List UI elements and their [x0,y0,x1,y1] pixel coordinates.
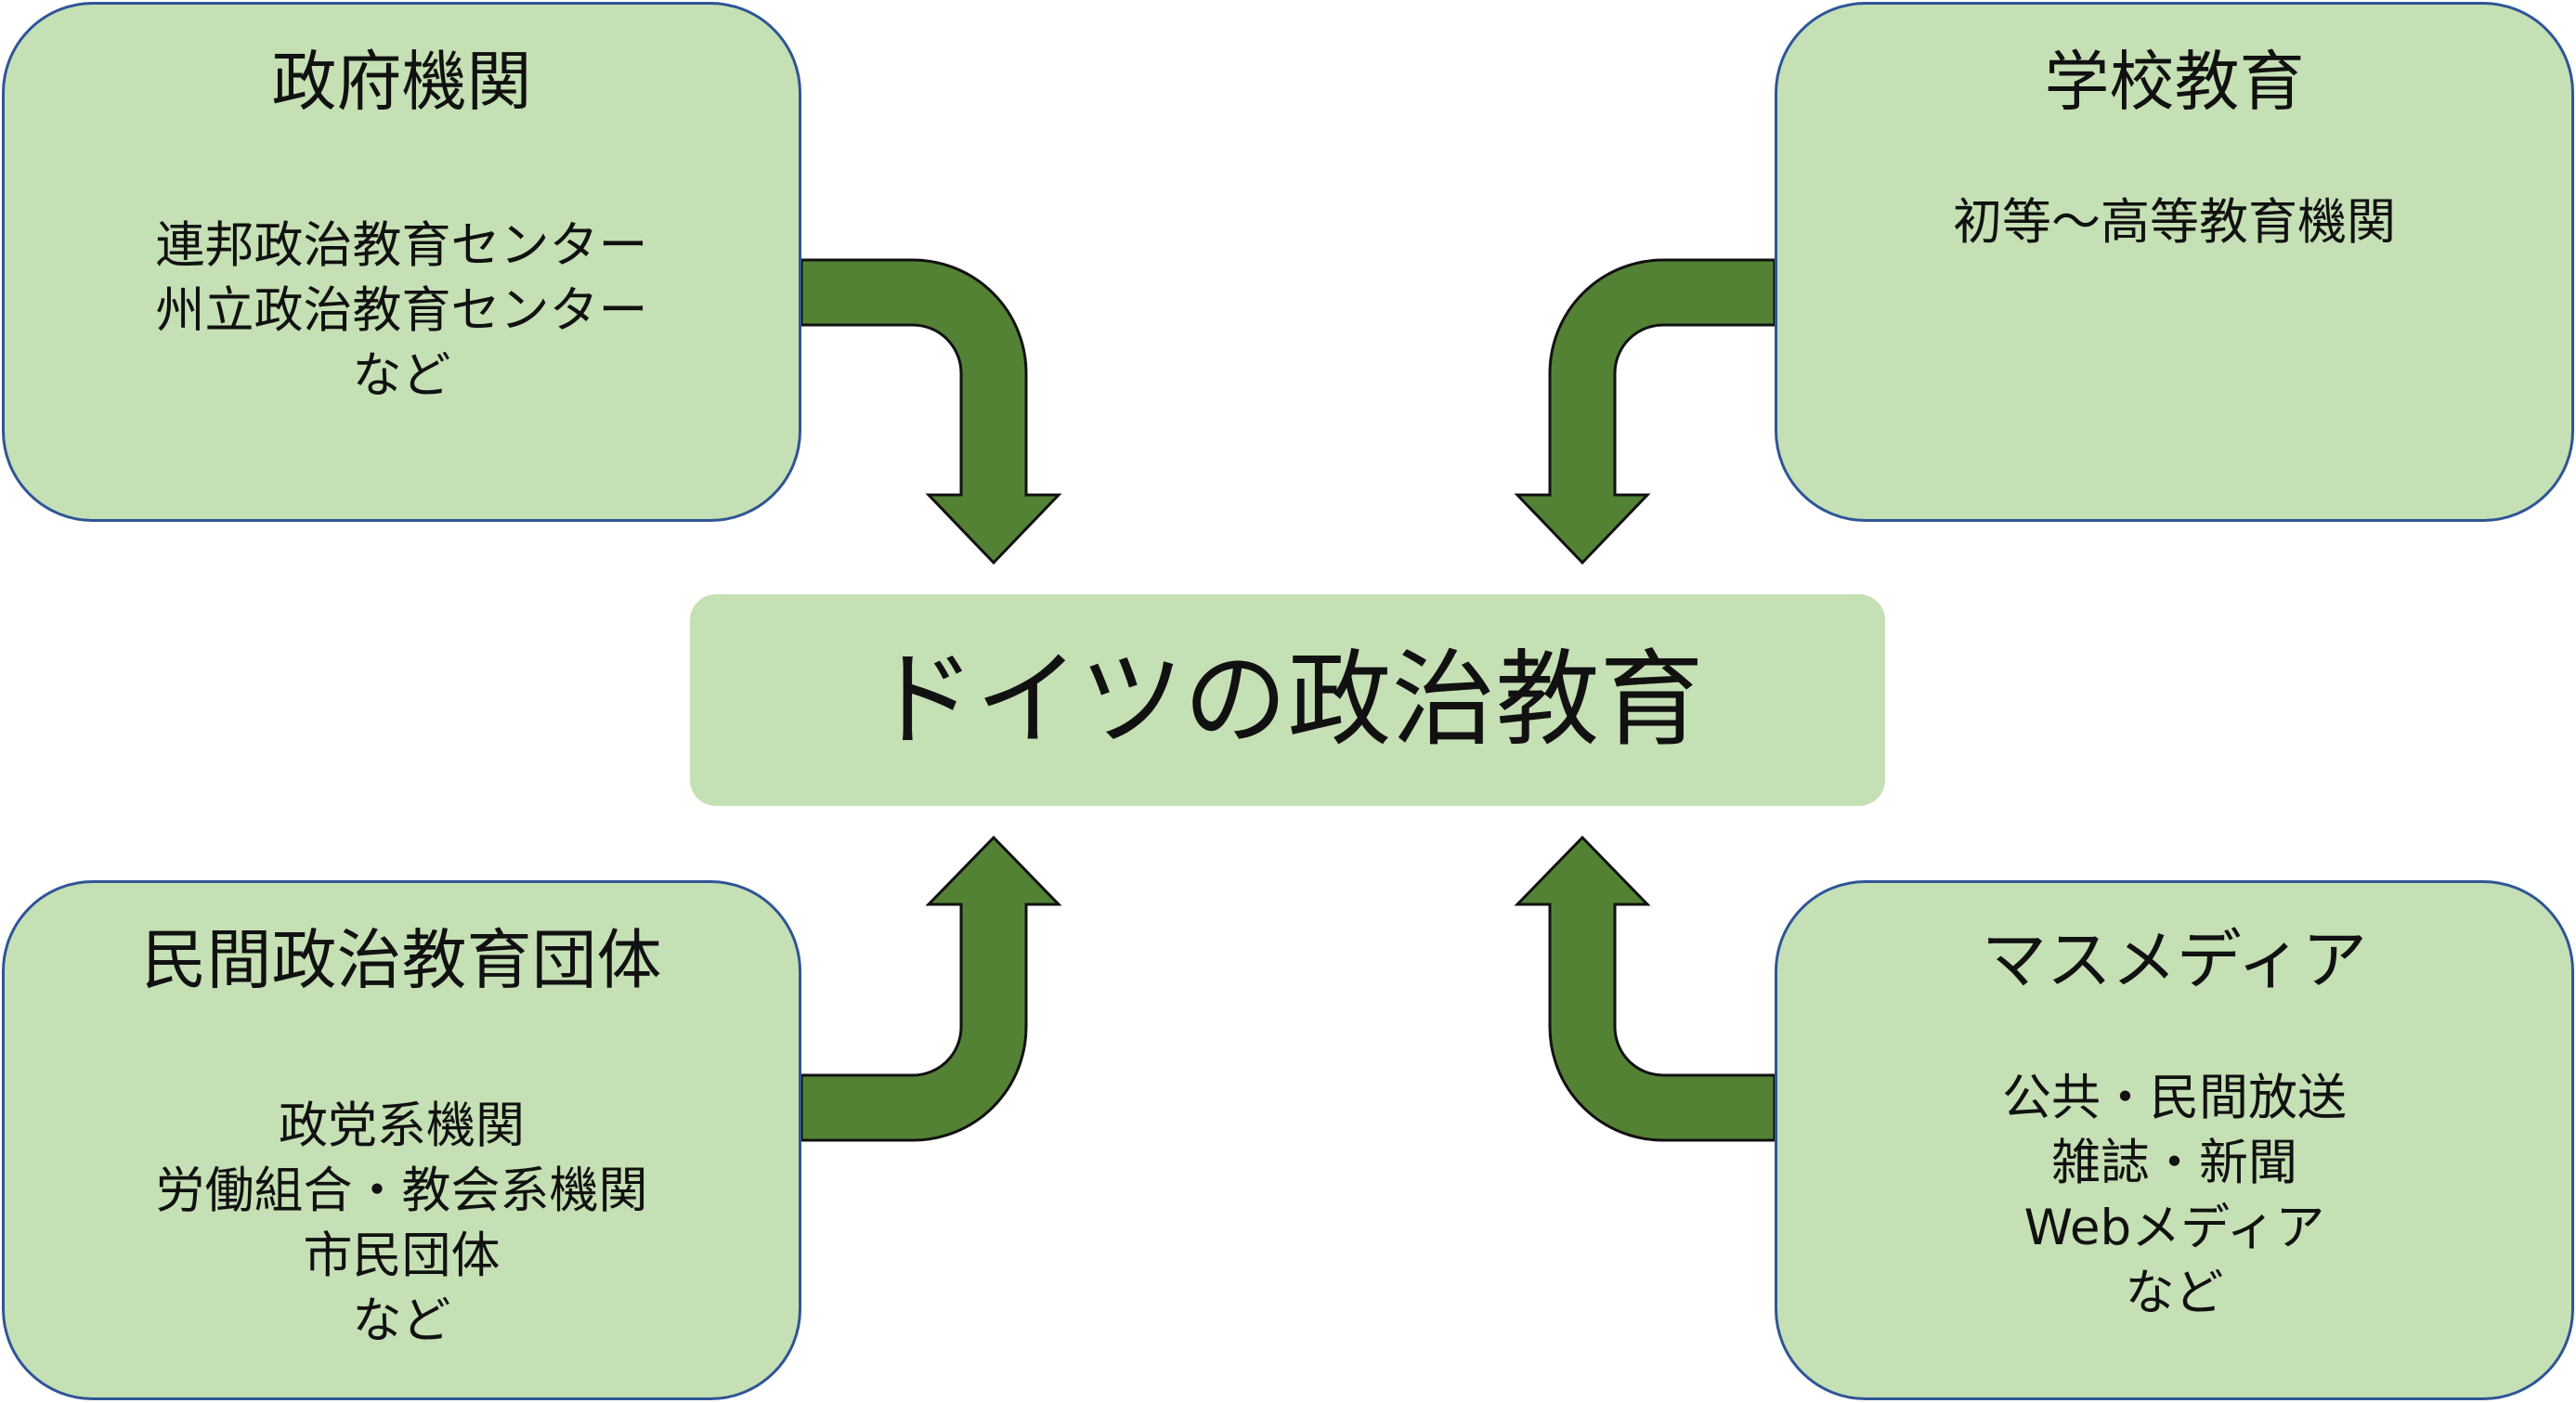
arrow-school-to-center [1514,258,1776,565]
mass-media-title: マスメディア [1981,922,2368,998]
government-line-1: 連邦政治教育センター [155,217,648,274]
government-line-2: 州立政治教育センター [155,282,648,339]
school-education-box: 学校教育 初等～高等教育機関 [1775,2,2574,522]
civil-organizations-details: 政党系機関 労働組合・教会系機関 市民団体 など [5,1094,799,1354]
mass-media-details: 公共・民間放送 雑誌・新聞 Webメディア など [1777,1066,2571,1326]
school-education-details: 初等～高等教育機関 [1777,190,2571,255]
civil-line-4: など [352,1293,451,1349]
civil-line-2: 労働組合・教会系機関 [155,1163,648,1219]
arrow-government-to-center [800,258,1062,565]
school-education-title: 学校教育 [2044,44,2305,120]
center-topic-title: ドイツの政治教育 [871,640,1704,760]
government-line-3: など [352,347,451,404]
civil-organizations-title: 民間政治教育団体 [141,922,662,998]
school-line-1: 初等～高等教育機関 [1953,194,2396,251]
government-agencies-box: 政府機関 連邦政治教育センター 州立政治教育センター など [2,2,801,522]
government-agencies-title: 政府機関 [271,44,532,120]
civil-line-3: 市民団体 [303,1228,501,1284]
civil-organizations-box: 民間政治教育団体 政党系機関 労働組合・教会系機関 市民団体 など [2,880,801,1400]
civil-line-1: 政党系機関 [279,1098,525,1154]
media-line-2: 雑誌・新聞 [2051,1135,2297,1191]
center-topic-box: ドイツの政治教育 [690,594,1885,806]
arrow-media-to-center [1514,835,1776,1142]
media-line-3: Webメディア [2023,1200,2325,1256]
arrow-civil-to-center [800,835,1062,1142]
government-agencies-details: 連邦政治教育センター 州立政治教育センター など [5,214,799,409]
media-line-1: 公共・民間放送 [2002,1070,2347,1126]
mass-media-box: マスメディア 公共・民間放送 雑誌・新聞 Webメディア など [1775,880,2574,1400]
media-line-4: など [2125,1265,2224,1321]
